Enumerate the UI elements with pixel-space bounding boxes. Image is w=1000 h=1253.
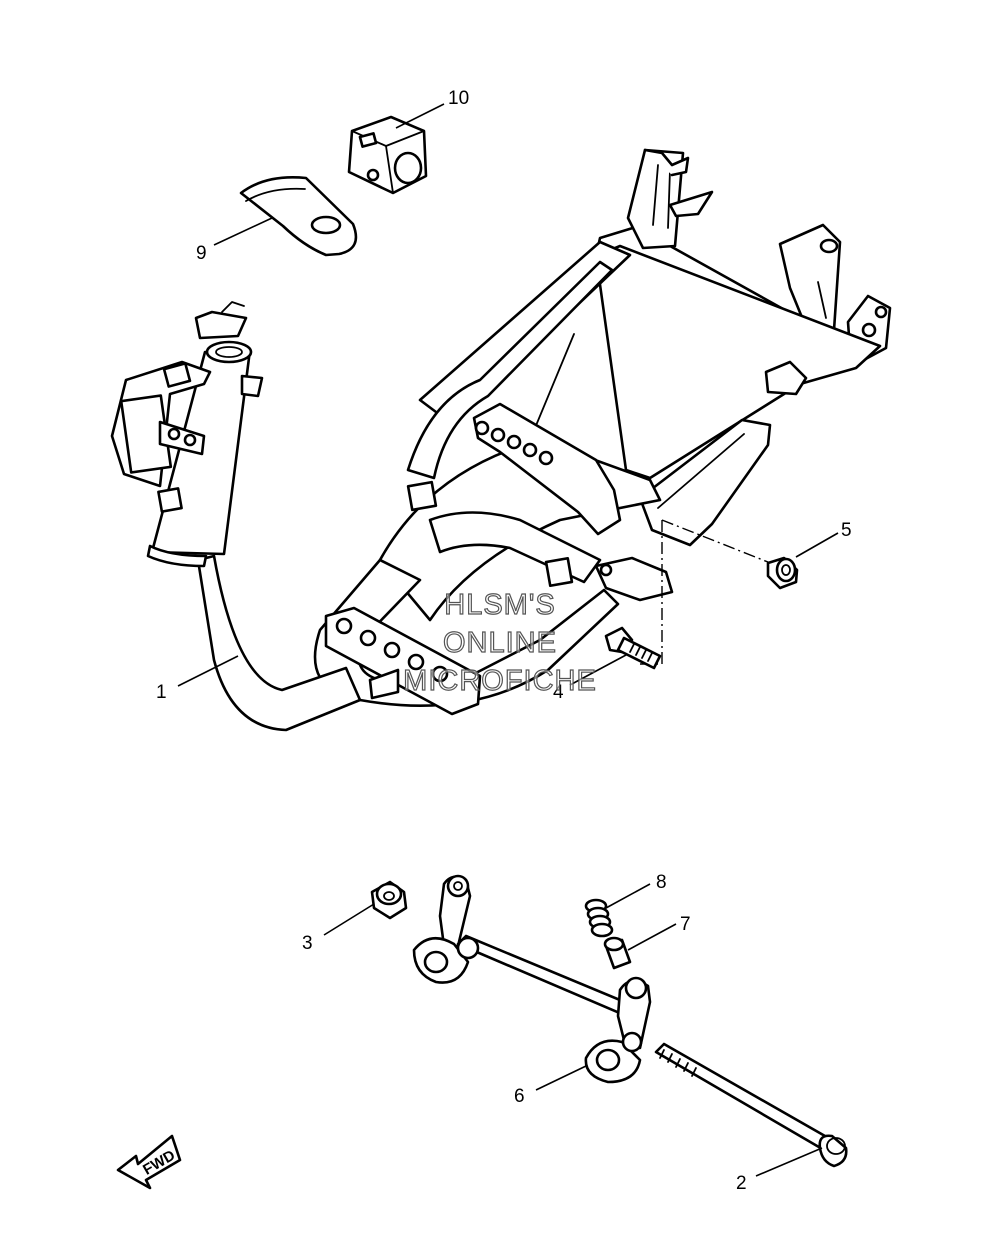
part-7-bushing[interactable] [603,936,632,970]
part-10-clamp[interactable] [347,115,428,195]
part-9-pad[interactable] [239,176,358,257]
callout-9: 9 [196,243,207,264]
watermark: HLSM'S ONLINE MICROFICHE [403,588,597,697]
callout-3: 3 [302,933,313,954]
callout-4: 4 [553,682,564,703]
callout-5: 5 [841,520,852,541]
part-4-bolt[interactable] [604,626,662,670]
leader-4 [569,654,627,686]
leader-1 [177,655,239,687]
callout-2: 2 [736,1173,747,1194]
part-5-nut[interactable] [766,556,799,590]
callout-6: 6 [514,1086,525,1107]
leader-3 [323,903,375,936]
watermark-line1: HLSM'S [444,589,555,621]
leader-6 [535,1065,587,1091]
leader-2 [755,1147,823,1177]
leader-10 [395,103,445,129]
part-2-bolt[interactable] [654,1042,848,1168]
part-6-stand[interactable] [412,874,652,1084]
callout-8: 8 [656,872,667,893]
part-3-collar[interactable] [370,880,408,920]
fwd-arrow-icon: FWD [116,1134,182,1190]
part-1-frame[interactable] [110,148,892,732]
watermark-line2: ONLINE [443,627,557,659]
callout-1: 1 [156,682,167,703]
watermark-line3: MICROFICHE [403,665,597,697]
leader-9 [213,217,273,246]
callout-10: 10 [448,88,469,109]
leader-8 [605,883,651,909]
leader-7 [627,923,677,951]
callout-7: 7 [680,914,691,935]
leader-5 [795,532,839,558]
part-8-spring[interactable] [584,898,614,938]
